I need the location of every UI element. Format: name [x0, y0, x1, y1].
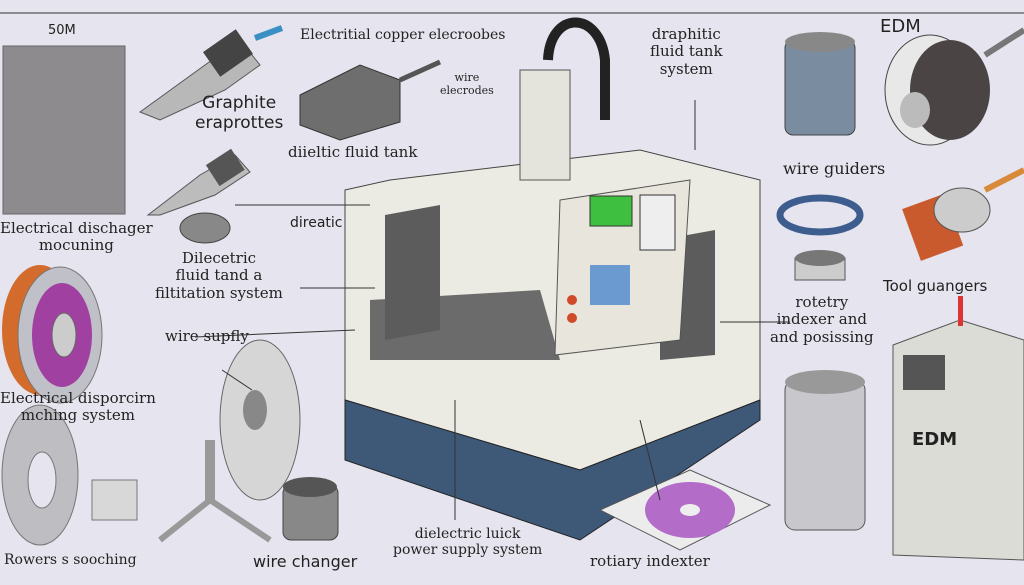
edm-machine [344, 17, 761, 541]
label-wire-changer: wire changer [253, 552, 358, 571]
label-rowers: Rowers s sooching [4, 552, 137, 568]
disc-icon [1, 404, 79, 546]
label-rotiary: rotiary indexter [590, 552, 710, 570]
filter-icon [282, 477, 339, 541]
bearing-icon [794, 250, 846, 281]
rotary-indexer-icon [598, 469, 772, 551]
dielectric-box-icon [299, 59, 442, 141]
spindle-icon [884, 27, 1024, 146]
cylinder-icon [784, 32, 856, 136]
graphite-electrode-icon [146, 148, 251, 216]
label-edm-cabinet: EDM [912, 429, 958, 450]
label-wire-supply: wire supfly [165, 327, 249, 345]
scale-label: 50M [48, 23, 76, 38]
wire-spool-icon [2, 265, 103, 404]
label-direatic: direatic [290, 215, 343, 231]
wire-guide-ring-icon [776, 194, 864, 236]
label-copper-electrodes: Electritial copper elecroobes [300, 27, 506, 43]
label-wire-guiders: wire guiders [783, 159, 886, 178]
label-tool-guangers: Tool guangers [883, 277, 988, 295]
ring-icon [179, 212, 231, 244]
leader-lines [194, 100, 790, 520]
wire-supply-stand-icon [158, 339, 301, 543]
copper-electrode-icon [138, 25, 284, 121]
edm-cabinet [892, 296, 1024, 561]
label-edm-top: EDM [880, 16, 921, 37]
control-panel [554, 179, 691, 356]
screen [589, 195, 633, 227]
tool-holder-icon [902, 167, 1024, 261]
canister-icon [784, 370, 866, 531]
block-icon [91, 479, 138, 521]
material-sample [2, 45, 126, 215]
label-dieltic-tank: diieltic fluid tank [288, 143, 418, 161]
